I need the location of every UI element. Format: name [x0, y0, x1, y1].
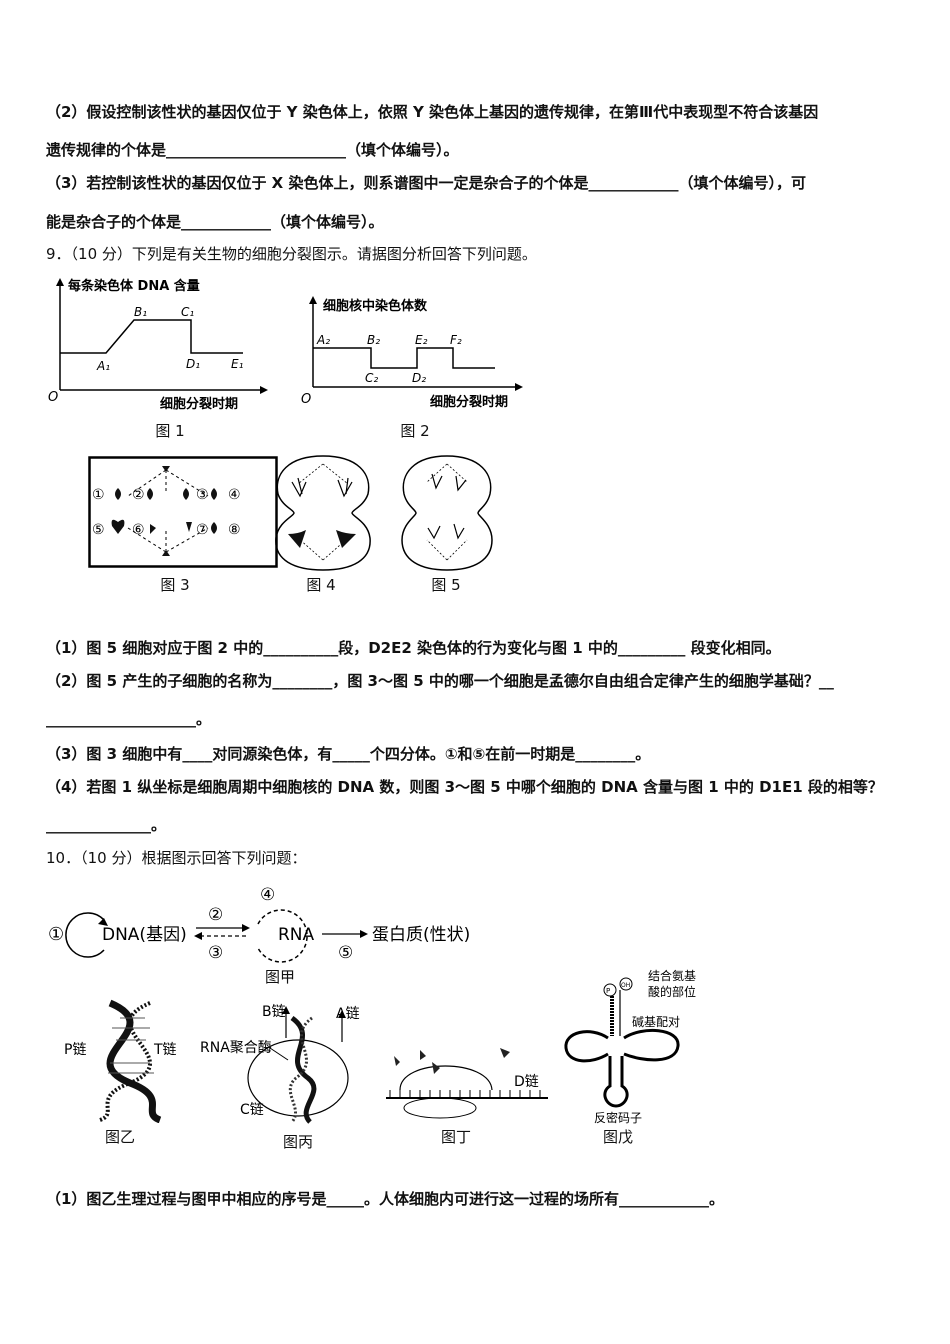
q10-heading: 10．（10 分）根据图示回答下列问题： — [46, 849, 307, 867]
q9-sub3: （3）图 3 细胞中有____对同源染色体，有_____个四分体。①和⑤在前一时… — [46, 745, 651, 763]
ding-caption: 图丁 — [440, 1128, 471, 1146]
fig3-number-7: ⑦ — [196, 522, 209, 538]
q9-sub2-line2: ____________________。 — [46, 710, 212, 728]
q9-sub4-line1: （4）若图 1 纵坐标是细胞周期中细胞核的 DNA 数，则图 3～图 5 中哪个… — [46, 778, 883, 796]
jia-protein: 蛋白质(性状) — [372, 925, 470, 945]
figure-4-cell — [275, 455, 371, 571]
q8-part3-line1: （3）若控制该性状的基因仅位于 X 染色体上，则系谱图中一定是杂合子的个体是__… — [46, 174, 806, 192]
bing-a-strand: A链 — [336, 1006, 360, 1022]
fig3-caption: 图 3 — [160, 576, 190, 594]
fig1-ylabel: 每条染色体 DNA 含量 — [68, 278, 200, 294]
yi-caption: 图乙 — [104, 1128, 135, 1146]
fig2-point-c2: C₂ — [365, 371, 378, 385]
fig1-origin: O — [48, 390, 58, 405]
figure-yi-double-helix: P链 T链 — [64, 999, 177, 1123]
fig4-caption: 图 4 — [306, 576, 336, 594]
figure-5-cell — [401, 455, 493, 571]
ding-d-strand: D链 — [514, 1074, 539, 1090]
fig3-number-6: ⑥ — [132, 522, 145, 538]
yi-p-strand: P链 — [64, 1042, 86, 1058]
fig2-xlabel: 细胞分裂时期 — [430, 394, 508, 410]
jia-num-4: ④ — [260, 885, 275, 905]
q8-part2-line1: （2）假设控制该性状的基因仅位于 Y 染色体上，依照 Y 染色体上基因的遗传规律… — [46, 103, 819, 121]
q9-sub4-line2: ______________。 — [46, 816, 167, 834]
wu-oh-label: OH — [621, 982, 630, 989]
figure-2-graph: 细胞核中染色体数 O 细胞分裂时期 A₂ B₂ C₂ D₂ E₂ F₂ — [301, 296, 523, 410]
yi-t-strand: T链 — [153, 1042, 177, 1058]
jia-num-3: ③ — [208, 943, 223, 963]
q9-sub2-line1: （2）图 5 产生的子细胞的名称为________，图 3～图 5 中的哪一个细… — [46, 672, 834, 690]
jia-num-1: ① — [48, 924, 64, 945]
figure-wu-trna: P OH 结合氨基 酸的部位 碱基配对 反密码子 — [564, 968, 696, 1125]
wu-site-line2: 酸的部位 — [648, 984, 696, 999]
wu-base-pairing: 碱基配对 — [632, 1015, 680, 1029]
bing-caption: 图丙 — [282, 1133, 313, 1151]
fig1-point-a1: A₁ — [96, 359, 110, 373]
fig3-number-3: ③ — [196, 487, 209, 503]
figure-bing-transcription: B链 A链 RNA聚合酶 C链 — [200, 1004, 360, 1124]
bing-b-strand: B链 — [262, 1004, 286, 1020]
bing-rna-polymerase: RNA聚合酶 — [200, 1040, 272, 1056]
fig1-point-c1: C₁ — [181, 305, 194, 319]
figure-ding-translation: D链 — [386, 1048, 548, 1119]
fig3-number-2: ② — [132, 487, 145, 503]
q9-sub1: （1）图 5 细胞对应于图 2 中的__________段，D2E2 染色体的行… — [46, 639, 781, 657]
jia-num-5: ⑤ — [338, 943, 353, 963]
jia-dna: DNA(基因) — [102, 925, 187, 945]
figure-3-cell: ① ② ③ ④ ⑤ ⑥ ⑦ ⑧ — [88, 456, 278, 568]
wu-anticodon: 反密码子 — [594, 1110, 642, 1125]
jia-caption: 图甲 — [264, 968, 295, 986]
fig2-point-e2: E₂ — [415, 333, 428, 347]
wu-caption: 图戊 — [602, 1128, 633, 1146]
fig1-caption: 图 1 — [155, 422, 185, 440]
fig1-point-d1: D₁ — [186, 357, 200, 371]
fig3-number-5: ⑤ — [92, 522, 105, 538]
q9-heading: 9．（10 分）下列是有关生物的细胞分裂图示。请据图分析回答下列问题。 — [46, 245, 537, 263]
fig2-ylabel: 细胞核中染色体数 — [323, 298, 428, 314]
bing-c-strand: C链 — [240, 1102, 264, 1118]
q10-sub1: （1）图乙生理过程与图甲中相应的序号是_____。人体细胞内可进行这一过程的场所… — [46, 1190, 724, 1208]
fig2-caption: 图 2 — [400, 422, 430, 440]
fig5-caption: 图 5 — [431, 576, 461, 594]
wu-p-label: P — [606, 987, 610, 995]
fig2-point-a2: A₂ — [316, 333, 330, 347]
fig3-number-8: ⑧ — [228, 522, 241, 538]
fig2-point-d2: D₂ — [412, 371, 426, 385]
fig2-point-f2: F₂ — [450, 333, 462, 347]
jia-num-2: ② — [208, 905, 223, 925]
fig1-point-e1: E₁ — [231, 357, 244, 371]
jia-rna: RNA — [278, 925, 315, 945]
fig1-xlabel: 细胞分裂时期 — [160, 396, 238, 412]
q8-part2-line2: 遗传规律的个体是________________________（填个体编号）。 — [46, 141, 459, 159]
fig3-number-4: ④ — [228, 487, 241, 503]
q8-part3-line2: 能是杂合子的个体是____________（填个体编号）。 — [46, 213, 384, 231]
figure-jia-central-dogma: ① DNA(基因) ② ③ ④ RNA ⑤ 蛋白质(性状) — [48, 885, 470, 963]
figure-1-graph: 每条染色体 DNA 含量 O 细胞分裂时期 A₁ B₁ C₁ D₁ E₁ — [48, 278, 268, 412]
fig3-number-1: ① — [92, 487, 105, 503]
fig2-point-b2: B₂ — [367, 333, 380, 347]
wu-site-line1: 结合氨基 — [648, 968, 696, 983]
fig1-point-b1: B₁ — [134, 305, 147, 319]
fig2-origin: O — [301, 392, 311, 407]
